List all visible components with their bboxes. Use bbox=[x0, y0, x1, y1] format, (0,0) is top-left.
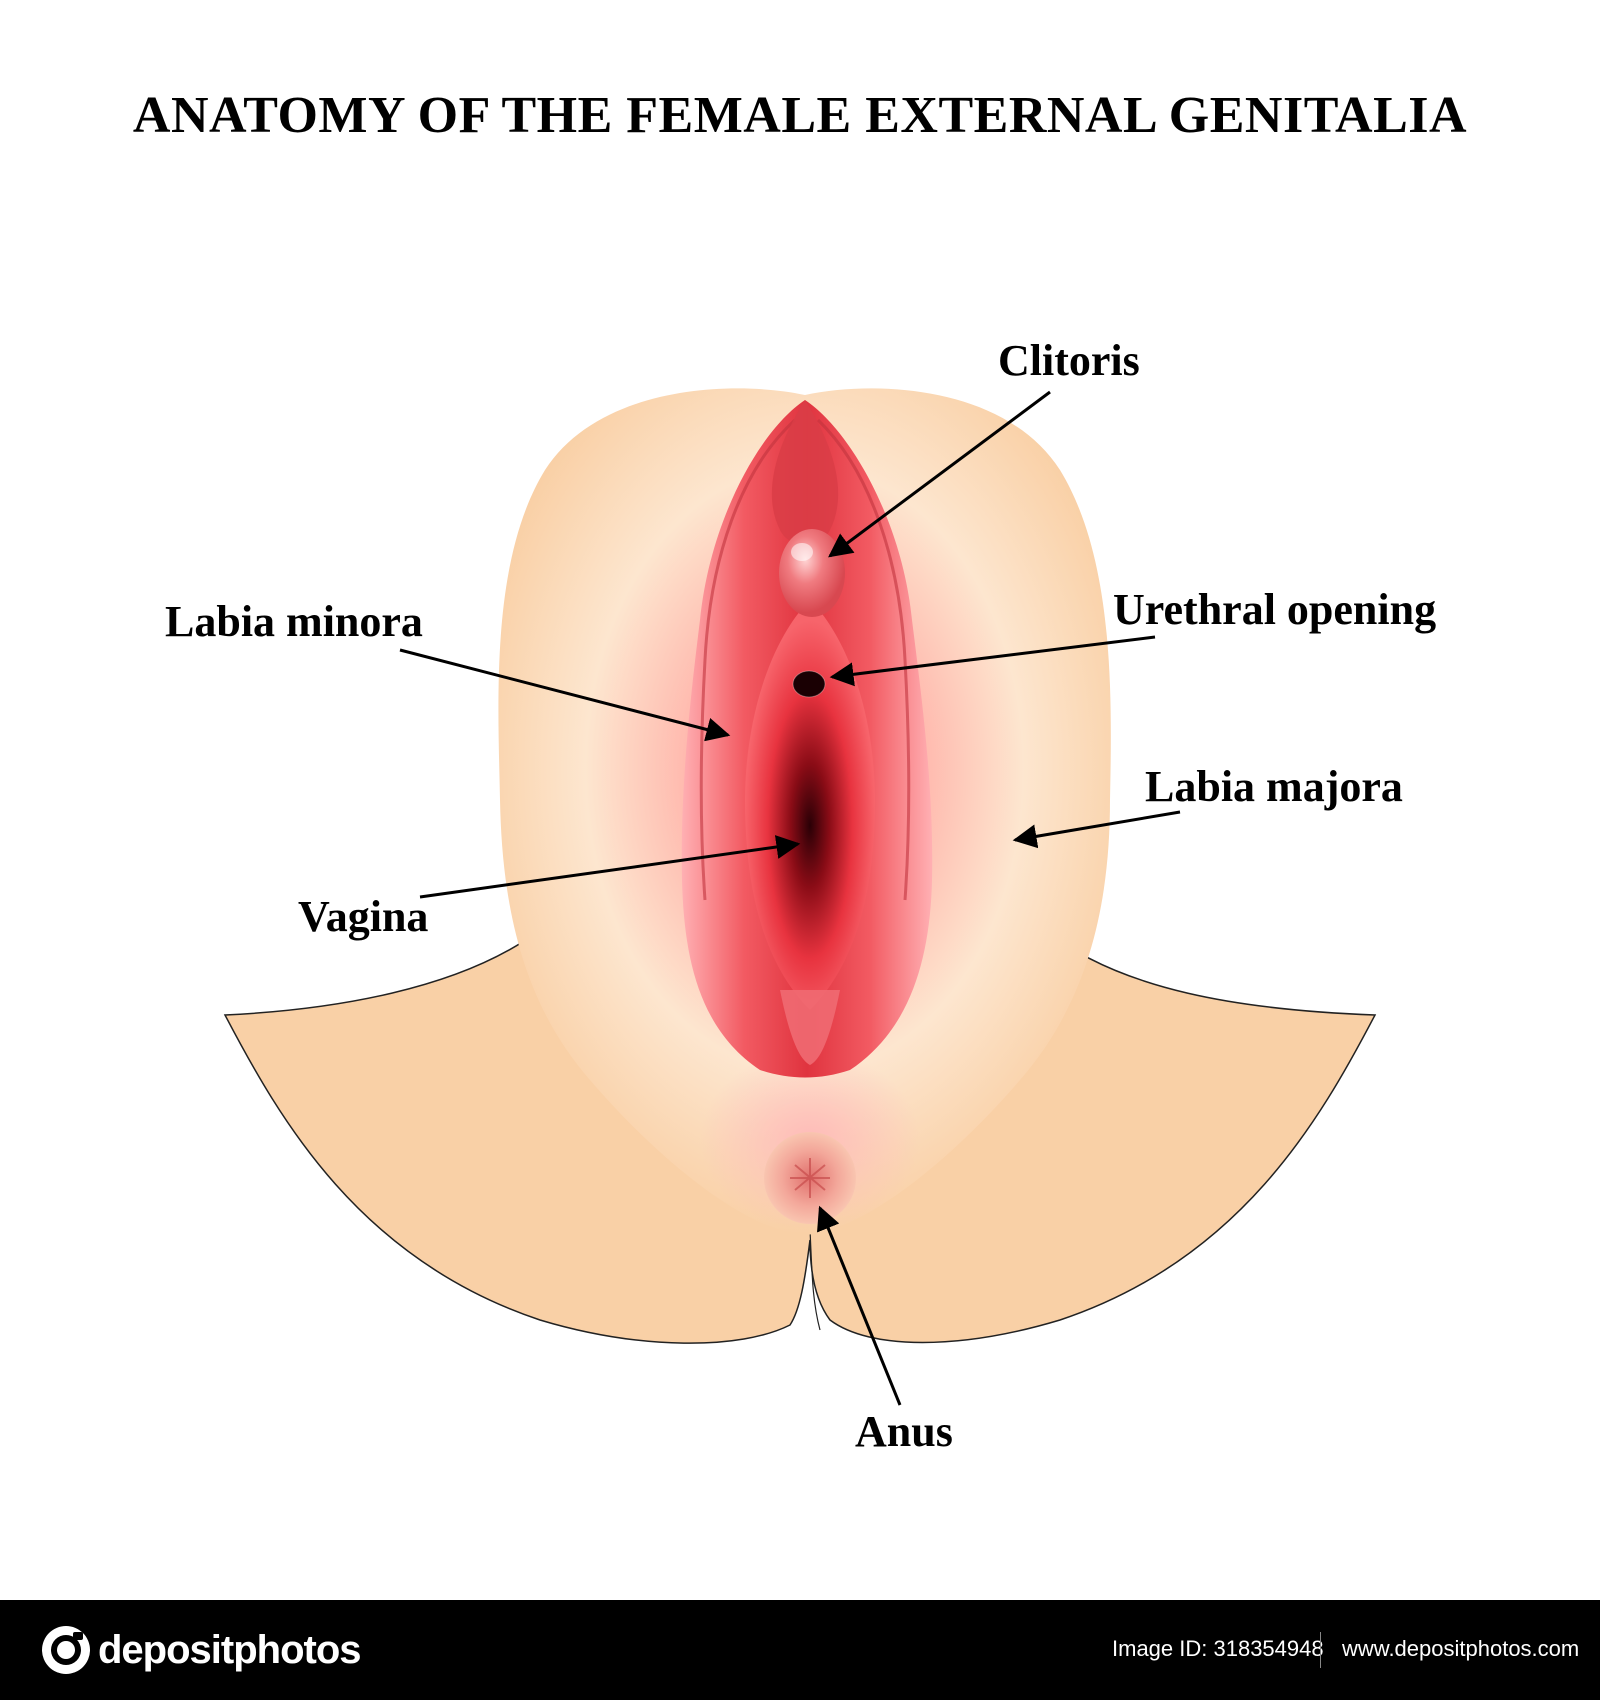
brand-name: depositphotos bbox=[98, 1627, 362, 1672]
diagram-title: ANATOMY OF THE FEMALE EXTERNAL GENITALIA bbox=[132, 87, 1468, 144]
gluteal-cleft bbox=[809, 1229, 821, 1331]
label-vagina: Vagina bbox=[298, 892, 429, 941]
vagina-arrow bbox=[419, 835, 801, 899]
camera-icon bbox=[42, 1626, 90, 1674]
urethral-opening-arrow bbox=[829, 635, 1156, 687]
anus-arrow bbox=[817, 1205, 902, 1406]
footer-divider bbox=[1320, 1632, 1321, 1668]
label-clitoris: Clitoris bbox=[998, 336, 1140, 385]
labia-majora-arrow bbox=[1012, 810, 1181, 849]
anatomy-illustration bbox=[223, 388, 1377, 1406]
urethral-opening-shape bbox=[792, 670, 826, 698]
clitoris-shape bbox=[779, 529, 845, 617]
image-id: Image ID: 318354948 bbox=[1112, 1636, 1324, 1661]
site-url[interactable]: www.depositphotos.com bbox=[1342, 1636, 1580, 1661]
vestibule-shape bbox=[745, 600, 875, 1010]
footer-bar: depositphotos Image ID: 318354948 www.de… bbox=[0, 1600, 1600, 1700]
brand-logo[interactable]: depositphotos bbox=[40, 1622, 362, 1678]
clitoris-arrow bbox=[828, 390, 1051, 558]
labia-minora-arrow bbox=[399, 648, 731, 742]
label-labia-majora: Labia majora bbox=[1145, 762, 1403, 811]
label-anus: Anus bbox=[855, 1407, 953, 1456]
label-labia-minora: Labia minora bbox=[165, 597, 423, 646]
label-urethral-opening: Urethral opening bbox=[1113, 585, 1437, 634]
